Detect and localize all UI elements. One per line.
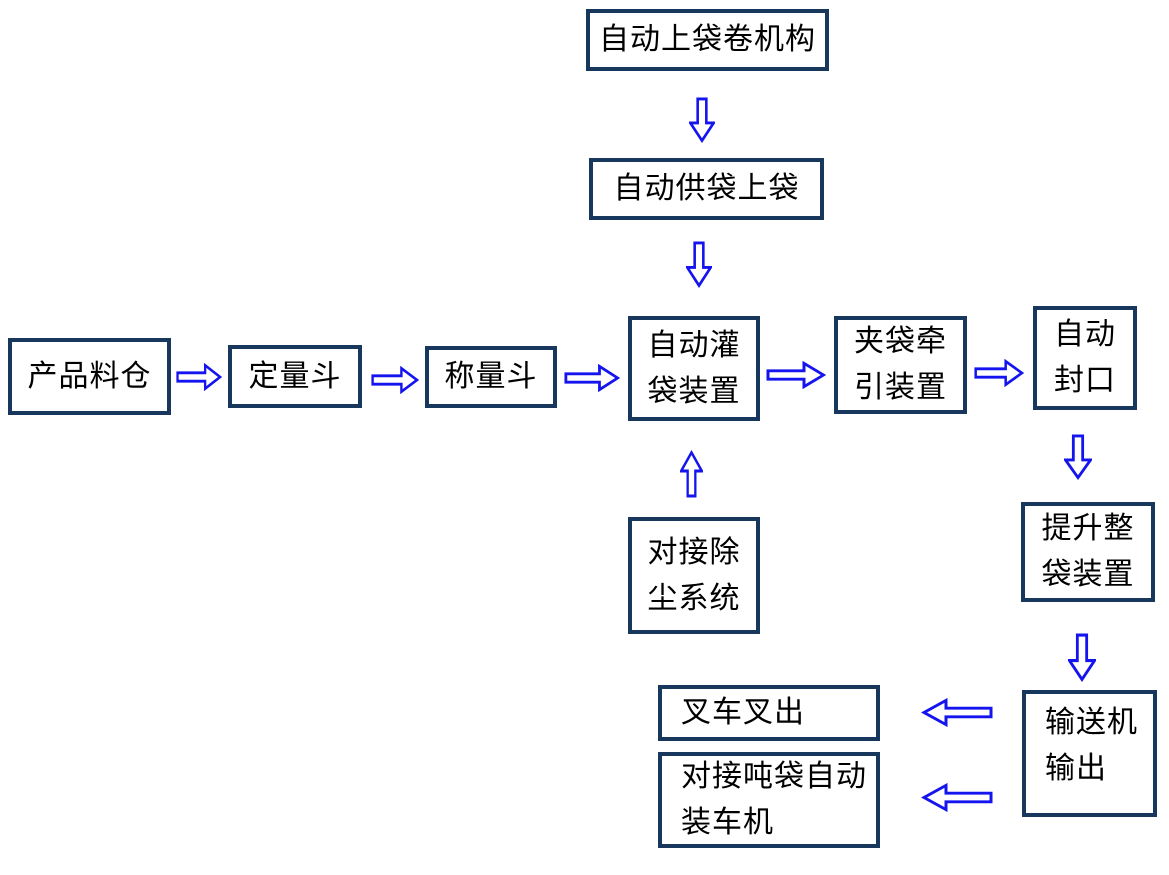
node-conveyor-output: 输送机 输出 [1022, 690, 1157, 817]
node-ton-bag-truck-loader: 对接吨袋自动 装车机 [658, 752, 880, 848]
node-label: 对接吨袋自动 [681, 760, 867, 793]
node-label: 输送机 [1045, 706, 1138, 739]
arrow-right-icon [974, 359, 1024, 387]
node-label: 自动灌 [647, 328, 741, 362]
node-label: 尘系统 [647, 581, 741, 615]
node-label: 自动上袋卷机构 [599, 23, 816, 56]
node-label: 对接除 [647, 535, 741, 569]
node-auto-bag-roll-mechanism: 自动上袋卷机构 [586, 9, 829, 71]
node-forklift-out: 叉车叉出 [658, 685, 880, 741]
arrow-down-icon [689, 97, 715, 143]
arrow-down-icon [1068, 633, 1096, 682]
node-bag-clamp-pull: 夹袋牵 引装置 [834, 316, 967, 414]
node-label: 引装置 [854, 371, 947, 404]
node-label: 袋装置 [647, 374, 741, 408]
node-quantitative-hopper: 定量斗 [228, 345, 362, 408]
arrow-down-icon [686, 241, 712, 288]
node-label: 产品料仓 [27, 359, 152, 393]
node-auto-sealing: 自动 封口 [1033, 306, 1137, 410]
node-dust-removal-docking: 对接除 尘系统 [628, 517, 760, 634]
node-label: 自动 [1054, 318, 1116, 351]
arrow-up-icon [680, 450, 703, 498]
node-label: 叉车叉出 [681, 696, 805, 729]
node-label: 夹袋牵 [854, 325, 947, 358]
node-weighing-hopper: 称量斗 [425, 346, 557, 408]
arrow-right-icon [176, 363, 222, 391]
node-label: 提升整 [1041, 512, 1135, 545]
arrow-left-icon [921, 783, 993, 812]
node-whole-bag-lifting: 提升整 袋装置 [1021, 502, 1155, 602]
node-label: 装车机 [681, 806, 774, 839]
node-label: 自动供袋上袋 [613, 172, 800, 205]
node-product-silo: 产品料仓 [8, 338, 171, 415]
arrow-left-icon [921, 698, 993, 727]
node-label: 称量斗 [444, 360, 538, 393]
node-label: 封口 [1054, 364, 1116, 397]
node-auto-bag-supply: 自动供袋上袋 [589, 158, 824, 220]
arrow-down-icon [1064, 434, 1092, 480]
node-label: 袋装置 [1041, 558, 1135, 591]
arrow-right-icon [766, 361, 826, 389]
arrow-right-icon [564, 364, 620, 392]
node-auto-bag-filling: 自动灌 袋装置 [628, 316, 760, 421]
node-label: 输出 [1045, 752, 1107, 785]
arrow-right-icon [371, 366, 419, 394]
node-label: 定量斗 [248, 359, 342, 393]
